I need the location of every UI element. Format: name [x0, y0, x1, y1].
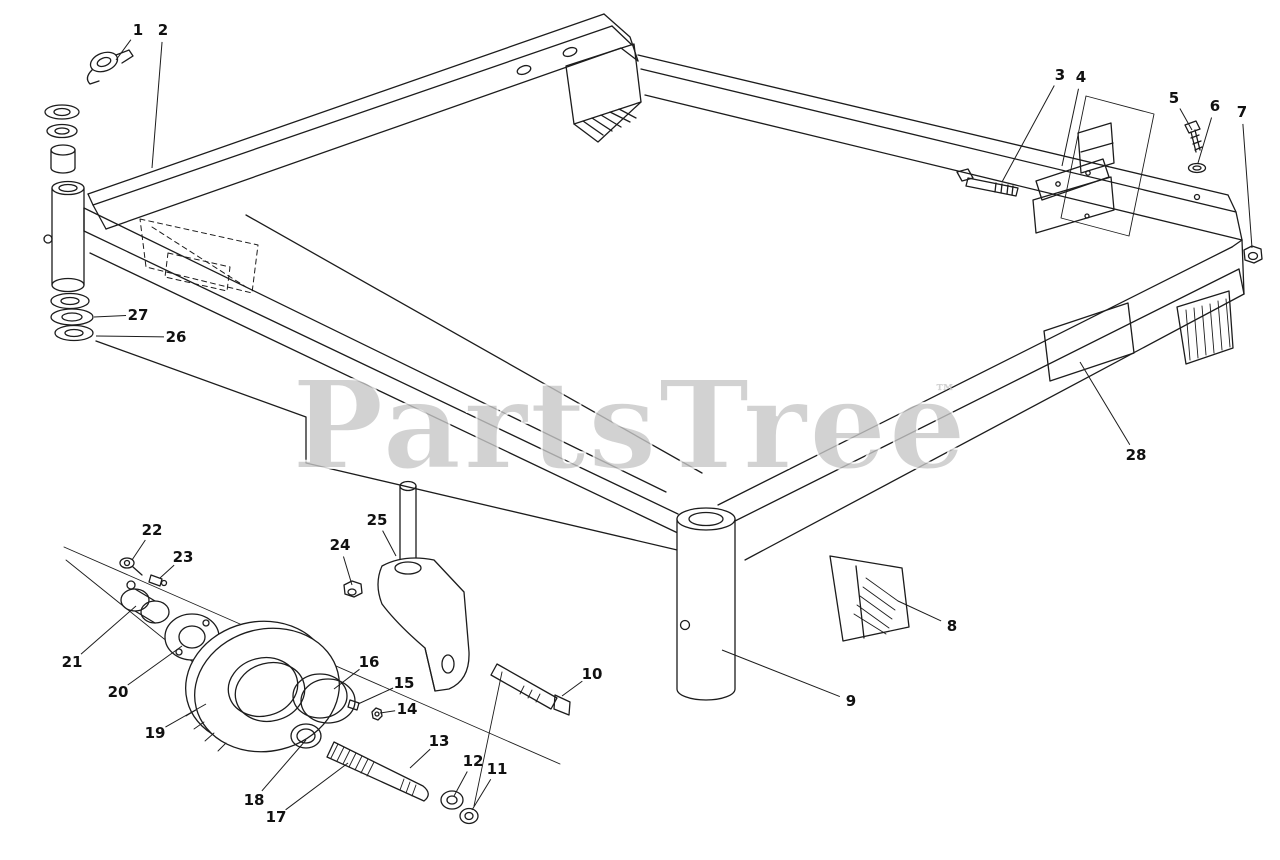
- callout-leader-20: [127, 645, 183, 686]
- callout-leader-15: [357, 687, 394, 705]
- stud-15: [347, 699, 360, 711]
- frame-rail-rear-right: [637, 54, 1243, 241]
- callout-leader-13: [409, 748, 431, 769]
- callout-leader-17: [285, 762, 349, 811]
- callout-26: 26: [166, 328, 187, 346]
- callout-leader-5: [1179, 108, 1193, 131]
- hidden-bracket-lines: [139, 218, 259, 294]
- callout-22: 22: [142, 521, 163, 539]
- callout-leader-18: [261, 739, 307, 792]
- bracket-8: [829, 555, 910, 642]
- callout-15: 15: [394, 674, 415, 692]
- callout-leader-7: [1242, 123, 1253, 249]
- hub-21: [120, 580, 170, 624]
- caster-pin: [399, 480, 417, 567]
- left-caster-tube: [43, 180, 85, 293]
- caster-fork-25: [377, 557, 470, 692]
- callout-25: 25: [367, 511, 388, 529]
- callout-13: 13: [429, 732, 450, 750]
- callout-leader-26: [95, 335, 165, 338]
- callout-leader-11: [471, 778, 492, 811]
- plate-28: [1043, 302, 1135, 382]
- watermark-text: PartsTree: [292, 353, 968, 497]
- screw-5: [1184, 120, 1203, 153]
- hitch-pin-1: [86, 49, 134, 85]
- axle-shaft-17: [326, 741, 429, 802]
- nut-7: [1243, 245, 1263, 264]
- washer-6: [1187, 162, 1207, 174]
- callout-17: 17: [266, 808, 287, 826]
- washer-stack: [44, 104, 80, 174]
- callout-21: 21: [62, 653, 83, 671]
- callout-18: 18: [244, 791, 265, 809]
- callout-14: 14: [397, 700, 418, 718]
- washer-11: [459, 807, 479, 825]
- bolt-23: [148, 574, 168, 587]
- callout-leader-2: [151, 41, 163, 169]
- nut-14: [371, 707, 383, 721]
- frame-rail-right-front: [717, 239, 1245, 561]
- callout-5: 5: [1169, 89, 1179, 107]
- callout-4: 4: [1076, 68, 1086, 86]
- bolt-10: [490, 663, 571, 716]
- callout-9: 9: [846, 692, 856, 710]
- carriage-bolt-3: [956, 168, 1019, 197]
- callout-24: 24: [330, 536, 351, 554]
- callout-1: 1: [133, 21, 143, 39]
- mount-bracket-3-4: [1032, 95, 1155, 237]
- callout-2: 2: [158, 21, 168, 39]
- washer-12: [440, 790, 464, 810]
- callout-leader-22: [131, 539, 146, 561]
- beam-end-bracket: [565, 43, 642, 143]
- callout-leader-6: [1197, 117, 1213, 164]
- frame-rail-left-front: [83, 207, 703, 554]
- callout-6: 6: [1210, 97, 1220, 115]
- callout-leader-8: [897, 600, 942, 622]
- callout-19: 19: [145, 724, 166, 742]
- watermark-tm: ™: [934, 380, 958, 406]
- callout-leader-1: [115, 39, 132, 61]
- callout-leader-19: [165, 703, 207, 728]
- caster-tube-9: [676, 507, 736, 701]
- diagram-art: [43, 13, 1263, 825]
- callout-3: 3: [1055, 66, 1065, 84]
- lower-washers-26-27: [50, 292, 94, 342]
- callout-20: 20: [108, 683, 129, 701]
- callout-leader-9: [721, 649, 841, 698]
- callout-leader-14: [379, 710, 396, 714]
- part-2-channel-beam: [87, 13, 639, 230]
- callout-16: 16: [359, 653, 380, 671]
- callout-leader-23: [159, 564, 175, 579]
- callout-10: 10: [582, 665, 603, 683]
- callout-leader-4: [1061, 88, 1079, 167]
- clip-22: [119, 557, 143, 576]
- callout-leader-25: [382, 530, 397, 557]
- callout-11: 11: [487, 760, 508, 778]
- tire-19: [184, 620, 341, 753]
- seal-18: [290, 723, 322, 749]
- callout-7: 7: [1237, 103, 1247, 121]
- callout-23: 23: [173, 548, 194, 566]
- callout-leader-27: [93, 315, 127, 318]
- callout-27: 27: [128, 306, 149, 324]
- callout-12: 12: [463, 752, 484, 770]
- callout-28: 28: [1126, 446, 1147, 464]
- nut-24: [343, 580, 363, 598]
- callout-leader-16: [333, 668, 360, 690]
- callout-leader-28: [1079, 361, 1131, 445]
- callout-leader-3: [1001, 85, 1055, 183]
- callout-leader-21: [80, 605, 137, 655]
- callout-leader-10: [561, 680, 583, 697]
- callout-8: 8: [947, 617, 957, 635]
- callout-leader-24: [342, 556, 353, 586]
- corner-foot-bracket: [1176, 290, 1234, 365]
- callout-leader-12: [453, 771, 468, 797]
